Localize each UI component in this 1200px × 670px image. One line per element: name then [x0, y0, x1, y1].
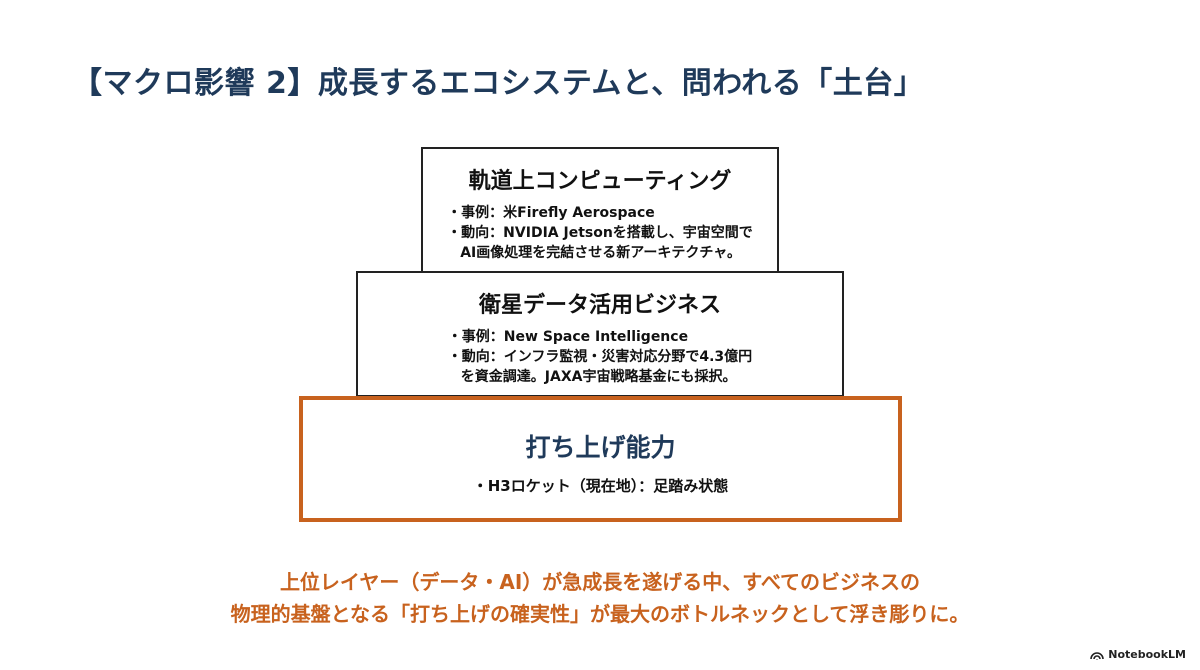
layer-top-title: 軌道上コンピューティング: [468, 169, 732, 194]
layer-middle-bullets: ・事例：New Space Intelligence ・動向：インフラ監視・災害…: [448, 327, 752, 387]
conclusion-line-1: 上位レイヤー（データ・AI）が急成長を遂げる中、すべてのビジネスの: [279, 570, 921, 594]
slide-title: 【マクロ影響 2】成長するエコシステムと、問われる「土台」: [72, 66, 925, 101]
layer-middle-title: 衛星データ活用ビジネス: [478, 293, 721, 318]
layer-top-bullet-2: ・動向：NVIDIA Jetsonを搭載し、宇宙空間で: [447, 225, 753, 241]
notebooklm-branding: NotebookLM: [1090, 648, 1186, 661]
layer-top-bullets: ・事例：米Firefly Aerospace ・動向：NVIDIA Jetson…: [447, 203, 753, 263]
notebooklm-label: NotebookLM: [1108, 648, 1186, 661]
pyramid-layer-middle: 衛星データ活用ビジネス ・事例：New Space Intelligence ・…: [356, 271, 844, 397]
layer-base-title: 打ち上げ能力: [525, 433, 676, 462]
pyramid-layer-top: 軌道上コンピューティング ・事例：米Firefly Aerospace ・動向：…: [421, 147, 779, 273]
layer-middle-bullet-3: を資金調達。JAXA宇宙戦略基金にも採択。: [460, 369, 737, 385]
layer-top-bullet-1: ・事例：米Firefly Aerospace: [447, 205, 655, 221]
notebooklm-icon: [1090, 650, 1105, 660]
layer-top-bullet-3: AI画像処理を完結させる新アーキテクチャ。: [460, 245, 741, 261]
layer-base-bullet-1: ・H3ロケット（現在地）：足踏み状態: [472, 477, 729, 495]
layer-middle-bullet-2: ・動向：インフラ監視・災害対応分野で4.3億円: [447, 349, 753, 365]
layer-base-bullets: ・H3ロケット（現在地）：足踏み状態: [473, 476, 729, 496]
conclusion-line-2: 物理的基盤となる「打ち上げの確実性」が最大のボトルネックとして浮き彫りに。: [230, 602, 970, 626]
pyramid-layer-base: 打ち上げ能力 ・H3ロケット（現在地）：足踏み状態: [299, 396, 902, 522]
layer-middle-bullet-1: ・事例：New Space Intelligence: [447, 329, 689, 345]
